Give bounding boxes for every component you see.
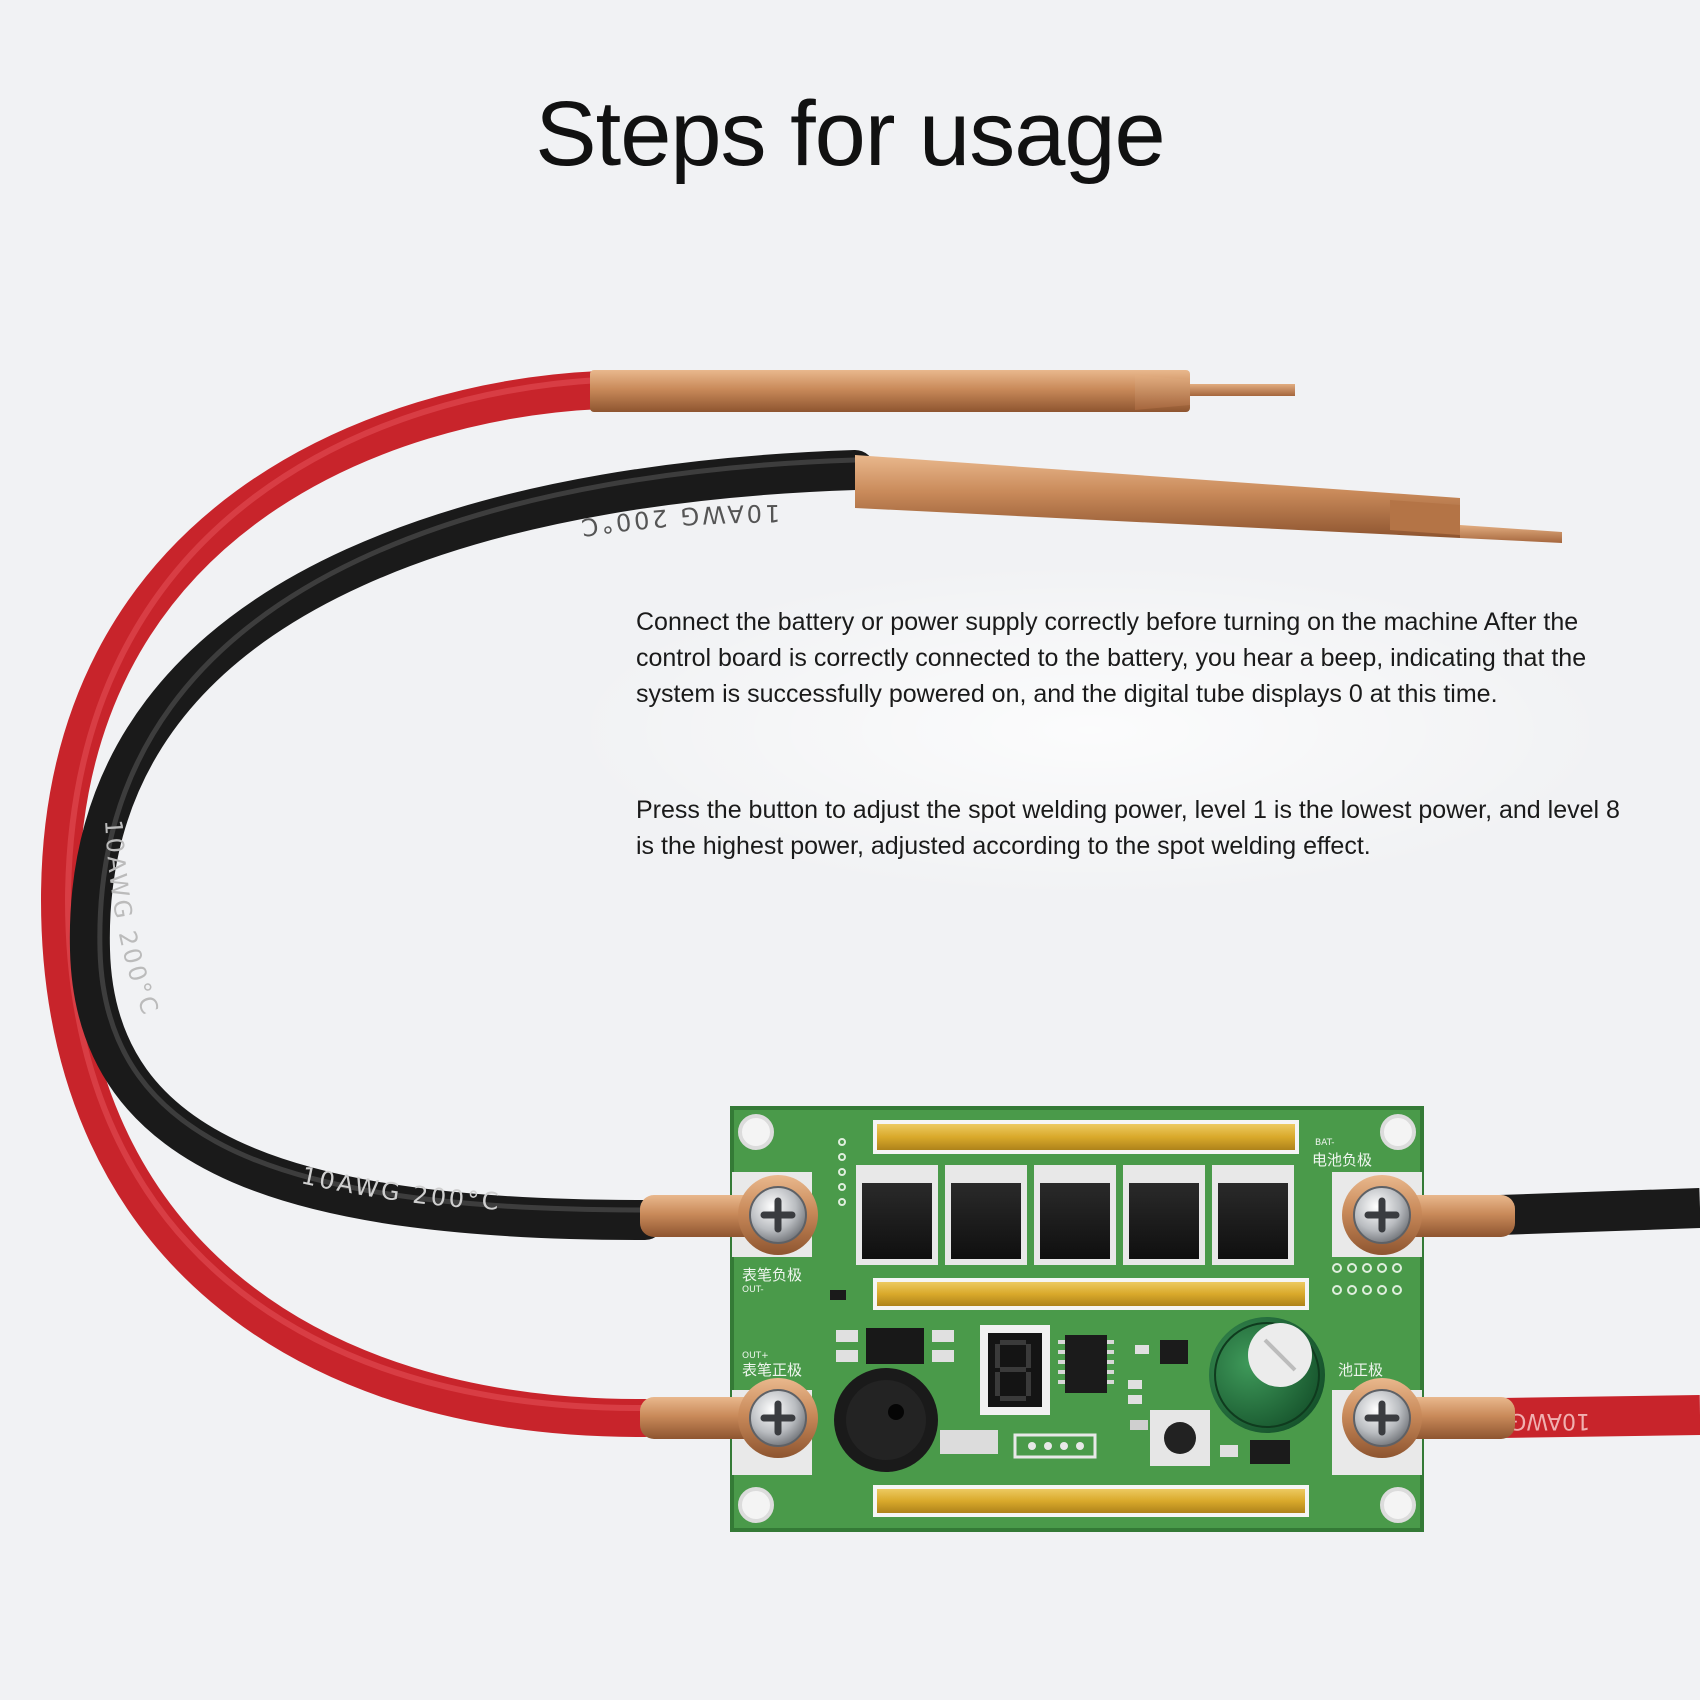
- label-bat-neg-sub: BAT-: [1315, 1138, 1335, 1148]
- control-board: 表笔负极 OUT- OUT+ 表笔正极 BAT- 电池负极 池正极: [640, 1106, 1515, 1532]
- screw-icon: [749, 1389, 807, 1447]
- right-red-cable: [1499, 1395, 1700, 1438]
- red-cable: [40, 371, 664, 1438]
- push-button-icon: [1130, 1410, 1210, 1466]
- label-pos-pen-sub: OUT+: [742, 1351, 769, 1361]
- screw-icon: [749, 1186, 807, 1244]
- mosfet-icon: [856, 1165, 1294, 1265]
- upper-welding-pen: [590, 370, 1295, 412]
- bus-bar-top: [873, 1120, 1299, 1154]
- bus-bar-middle: [873, 1278, 1309, 1310]
- lower-welding-pen: [855, 455, 1562, 543]
- screw-icon: [1353, 1389, 1411, 1447]
- page-title: Steps for usage: [535, 83, 1165, 185]
- label-neg-pen: 表笔负极: [742, 1266, 802, 1284]
- black-cable: [69, 450, 875, 1240]
- svg-text:10AWG: 10AWG: [1509, 1408, 1590, 1433]
- step-2-text: Press the button to adjust the spot weld…: [636, 796, 1620, 860]
- label-neg-pen-sub: OUT-: [742, 1285, 764, 1295]
- step-1-text: Connect the battery or power supply corr…: [636, 608, 1587, 708]
- buzzer-icon: [834, 1368, 938, 1472]
- bus-bar-bottom: [873, 1485, 1309, 1517]
- label-bat-neg: 电池负极: [1312, 1151, 1372, 1169]
- label-bat-pos: 池正极: [1338, 1361, 1383, 1379]
- right-black-cable: [1499, 1188, 1700, 1235]
- capacitor-icon: [1209, 1317, 1325, 1433]
- screw-icon: [1353, 1186, 1411, 1244]
- label-pos-pen: 表笔正极: [742, 1361, 802, 1379]
- seven-segment-display-icon: [980, 1325, 1050, 1415]
- text-backdrop-glow: [560, 560, 1620, 900]
